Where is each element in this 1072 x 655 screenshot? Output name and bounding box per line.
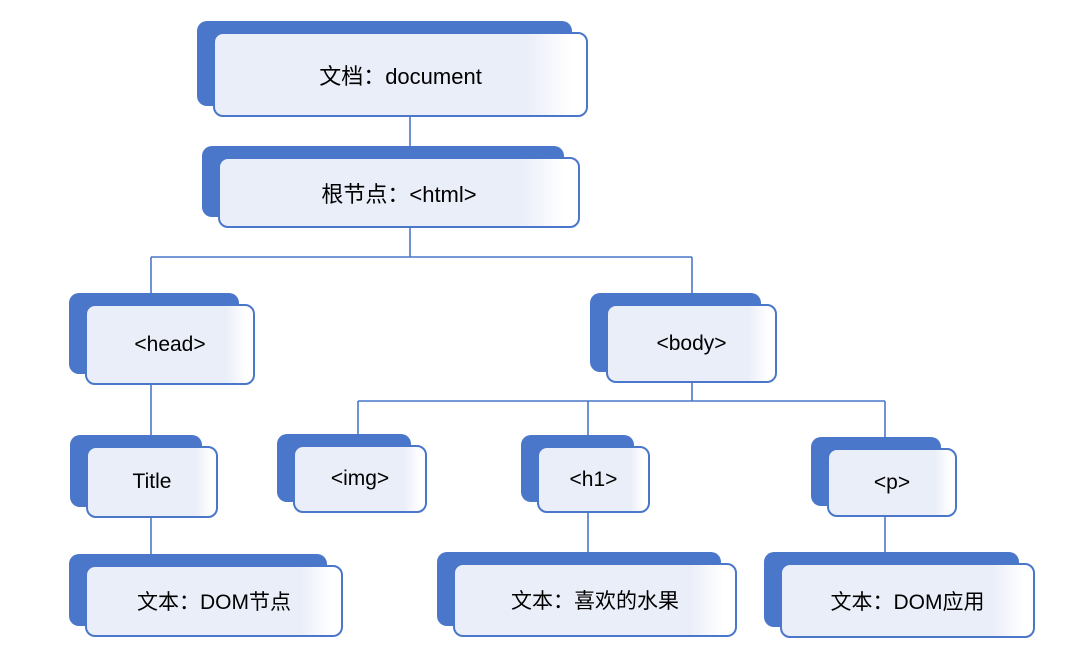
- node-img-card: <img>: [293, 445, 427, 513]
- node-text-fruit-card: 文本：喜欢的水果: [453, 563, 737, 637]
- node-head-card: <head>: [85, 304, 255, 385]
- node-document: 文档：document: [197, 21, 588, 117]
- node-text-dom-app-card: 文本：DOM应用: [780, 563, 1035, 638]
- node-title-card: Title: [86, 446, 218, 518]
- node-title: Title: [70, 435, 218, 518]
- node-root-card: 根节点：<html>: [218, 157, 580, 228]
- node-document-label: 文档：document: [319, 63, 482, 89]
- node-p-label: <p>: [873, 470, 911, 494]
- node-root-html: 根节点：<html>: [202, 146, 580, 228]
- node-text-fruit-label: 文本：喜欢的水果: [511, 590, 679, 613]
- node-text-dom-app: 文本：DOM应用: [764, 552, 1035, 638]
- node-text-dom-app-label: 文本：DOM应用: [830, 590, 985, 614]
- node-img-label: <img>: [330, 467, 390, 490]
- node-p: <p>: [811, 437, 957, 517]
- connector-root-children: [150, 228, 693, 293]
- node-body-label: <body>: [656, 331, 727, 355]
- node-h1-card: <h1>: [537, 446, 650, 513]
- node-head: <head>: [69, 293, 255, 385]
- node-text-dom-node-label: 文本：DOM节点: [137, 591, 291, 614]
- node-root-label: 根节点：<html>: [321, 181, 477, 207]
- connector-body-children: [357, 383, 886, 437]
- node-h1: <h1>: [521, 435, 650, 513]
- node-text-fruit: 文本：喜欢的水果: [437, 552, 737, 637]
- node-body: <body>: [590, 293, 777, 383]
- node-p-card: <p>: [827, 448, 957, 517]
- node-head-label: <head>: [134, 332, 206, 356]
- node-img: <img>: [277, 434, 427, 513]
- node-body-card: <body>: [606, 304, 777, 383]
- node-h1-label: <h1>: [569, 467, 618, 491]
- node-text-dom-node-card: 文本：DOM节点: [85, 565, 343, 637]
- node-text-dom-node: 文本：DOM节点: [69, 554, 343, 637]
- node-title-label: Title: [132, 470, 172, 493]
- node-document-card: 文档：document: [213, 32, 588, 117]
